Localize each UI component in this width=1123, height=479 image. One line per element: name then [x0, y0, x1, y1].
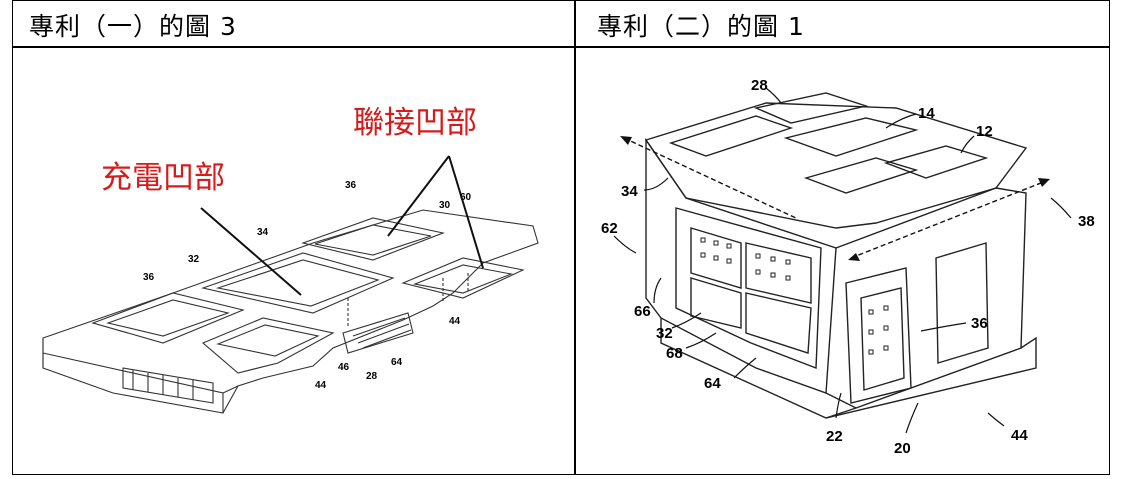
ref-number: 12	[976, 123, 993, 140]
ref-number: 38	[1078, 213, 1095, 230]
ref-number: 28	[751, 77, 768, 94]
annotation-leader-lines	[200, 155, 484, 296]
ref-number: 44	[1011, 427, 1028, 444]
charging-recess-annotation: 充電凹部	[101, 160, 225, 196]
ref-number: 44	[315, 380, 327, 391]
ref-number: 64	[704, 375, 721, 392]
ref-number: 20	[894, 440, 911, 457]
ref-number: 62	[601, 220, 618, 237]
column-divider	[574, 1, 576, 474]
ref-number: 36	[971, 315, 988, 332]
ref-number: 14	[918, 105, 935, 122]
tray-line-drawing	[42, 209, 539, 414]
ref-number: 30	[439, 200, 451, 211]
header-patent-1-figure-3: 專利（一）的圖 3	[29, 12, 237, 41]
patent-2-figure-1-drawing: 28 14 12 34 38 62 66 36 32 68 64 22 20 4…	[601, 77, 1095, 457]
patent-2-figure-cell: 28 14 12 34 38 62 66 36 32 68 64 22 20 4…	[576, 48, 1109, 474]
header-divider	[13, 46, 1109, 48]
axis-arrows	[623, 137, 1047, 259]
arrow-heads	[620, 136, 1050, 261]
ref-number: 66	[634, 303, 651, 320]
ref-number: 34	[257, 227, 269, 238]
connecting-recess-annotation: 聯接凹部	[353, 105, 477, 141]
ref-number: 68	[666, 345, 683, 362]
battery-box-line-drawing	[644, 92, 1037, 419]
ref-number: 22	[826, 428, 843, 445]
reference-leader-lines	[613, 87, 1072, 434]
ref-number: 36	[345, 180, 357, 191]
ref-number: 36	[143, 272, 155, 283]
ref-number: 64	[391, 357, 403, 368]
header-patent-2-figure-1: 專利（二）的圖 1	[597, 12, 805, 41]
ref-number: 46	[338, 362, 350, 373]
patent-1-figure-cell: 充電凹部 聯接凹部 36 60 30 34 36 32 44 46 28 64 …	[13, 48, 574, 474]
ref-number: 34	[621, 183, 638, 200]
ref-number: 32	[656, 325, 673, 342]
ref-number: 32	[188, 254, 200, 265]
patent-1-figure-3-drawing: 充電凹部 聯接凹部 36 60 30 34 36 32 44 46 28 64 …	[42, 105, 539, 414]
ref-number: 28	[366, 371, 378, 382]
ref-number: 60	[460, 192, 472, 203]
comparison-table: 專利（一）的圖 3 專利（二）的圖 1	[12, 0, 1110, 475]
ref-number: 44	[449, 316, 461, 327]
